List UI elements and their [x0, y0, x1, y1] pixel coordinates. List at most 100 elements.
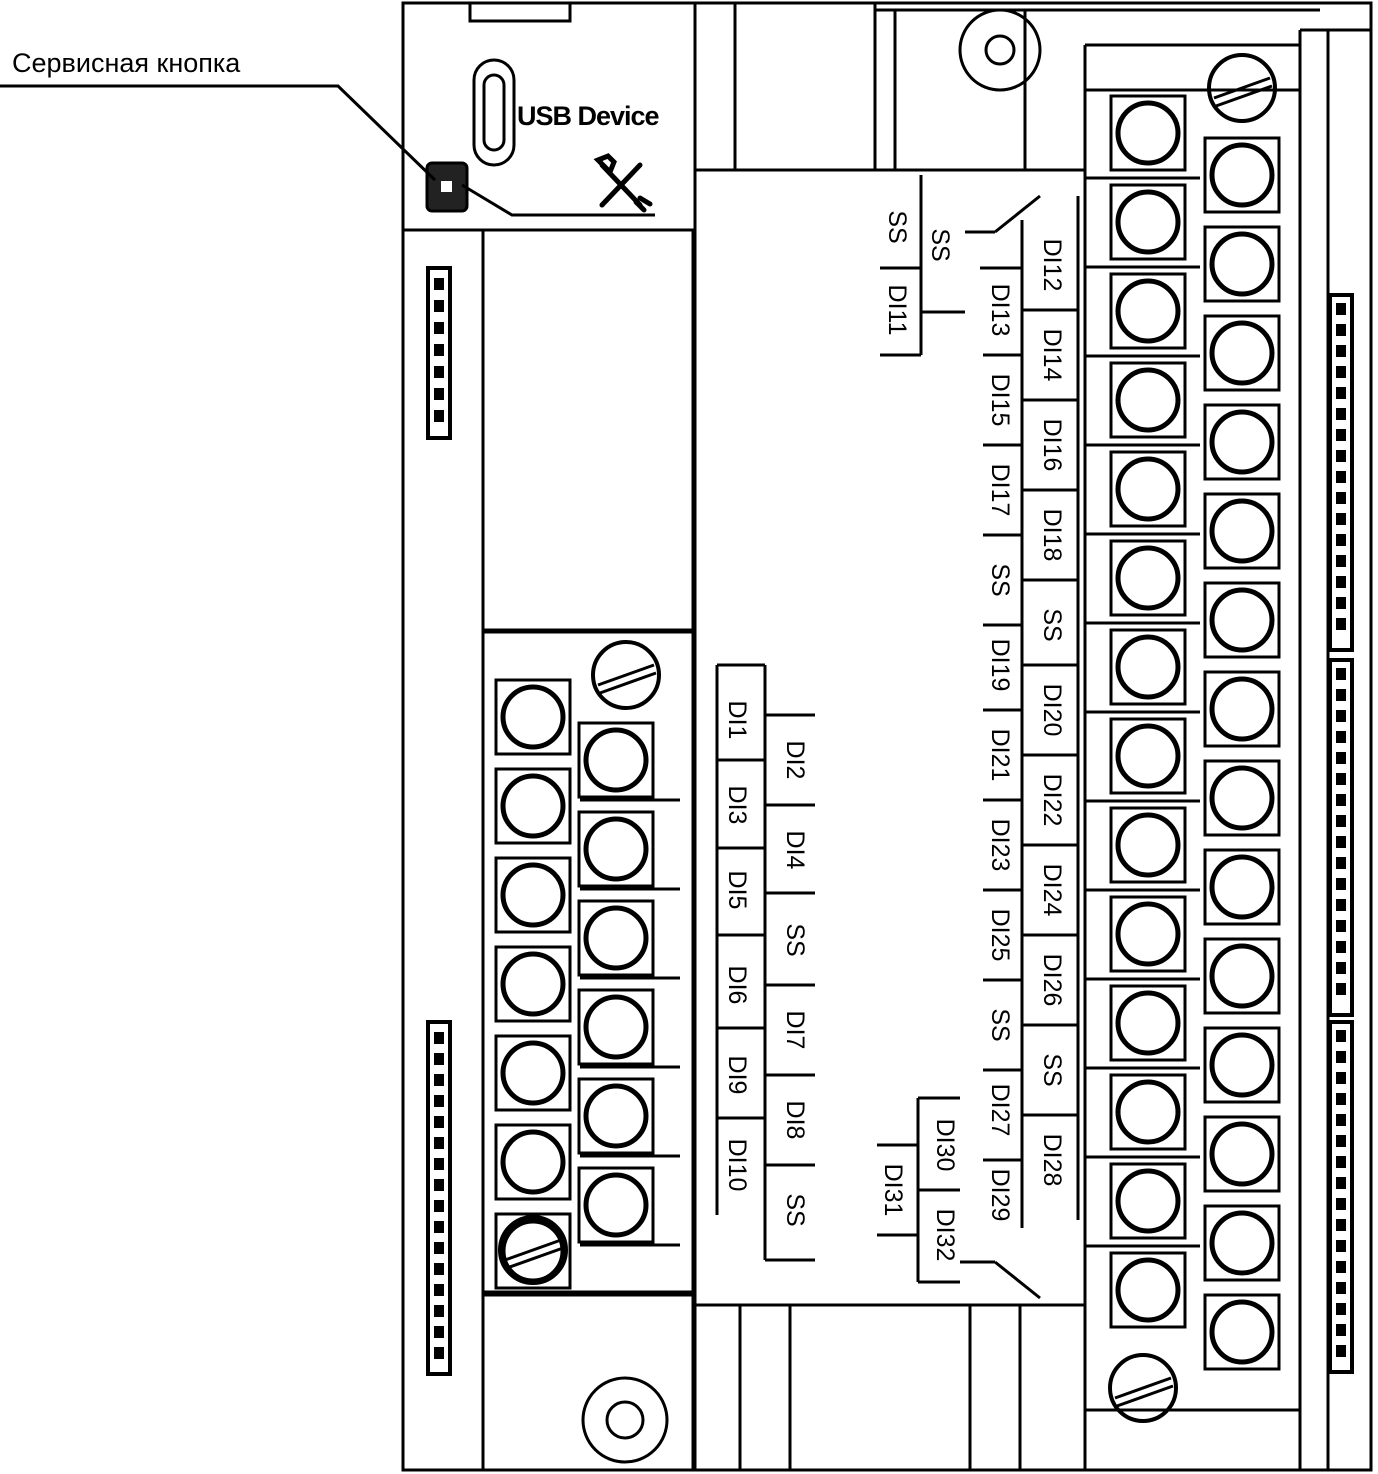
- right-inner-terminal-screw: [1209, 1032, 1275, 1098]
- right-top-screw-slot: [1215, 84, 1273, 108]
- terminal-label: SS: [986, 563, 1014, 596]
- led: [1336, 857, 1346, 869]
- led: [434, 1242, 444, 1254]
- left-top-screw-slot: [597, 663, 655, 687]
- terminal-label: DI24: [1038, 864, 1066, 917]
- right-inner-terminal-screw: [1209, 1210, 1275, 1276]
- terminal-label: DI21: [986, 729, 1014, 782]
- led: [1336, 689, 1346, 701]
- left-inner-terminal-screw: [583, 1172, 649, 1238]
- right-inner-terminal-frame: [1203, 136, 1281, 214]
- led: [434, 278, 444, 290]
- led: [1336, 731, 1346, 743]
- led: [434, 1284, 444, 1296]
- terminal-label: DI30: [931, 1119, 959, 1172]
- right-inner-terminal-frame: [1203, 225, 1281, 303]
- led: [1336, 345, 1346, 357]
- left-outer-terminal-screw: [500, 951, 566, 1017]
- led: [1336, 1219, 1346, 1231]
- led: [1336, 597, 1346, 609]
- wrench-screwdriver-icon: [593, 153, 653, 213]
- right-inner-terminal-frame: [1203, 1293, 1281, 1371]
- terminal-label: DI26: [1038, 954, 1066, 1007]
- terminal-label: DI8: [781, 1101, 809, 1140]
- right-outer-terminal-frame: [1109, 984, 1187, 1062]
- divider-line: [994, 1260, 1041, 1300]
- led: [1336, 429, 1346, 441]
- right-outer-terminal-screw: [1115, 901, 1181, 967]
- right-inner-terminal-frame: [1203, 759, 1281, 837]
- right-inner-terminal-screw: [1209, 1299, 1275, 1365]
- left-outer-terminal-screw: [500, 684, 566, 750]
- led: [434, 1200, 444, 1212]
- terminal-label: DI7: [781, 1011, 809, 1050]
- right-outer-terminal-screw: [1115, 189, 1181, 255]
- left-outer-terminal-screw: [500, 1040, 566, 1106]
- led: [1336, 899, 1346, 911]
- led: [1336, 668, 1346, 680]
- right-outer-terminal-screw: [1115, 456, 1181, 522]
- terminal-label: DI20: [1038, 684, 1066, 737]
- right-inner-terminal-screw: [1209, 943, 1275, 1009]
- led: [434, 300, 444, 312]
- left-top-screw-slot: [599, 671, 657, 695]
- led: [1336, 794, 1346, 806]
- led: [1336, 1156, 1346, 1168]
- right-inner-terminal-screw: [1209, 320, 1275, 386]
- terminal-label: DI22: [1038, 774, 1066, 827]
- led: [1336, 941, 1346, 953]
- right-inner-terminal-screw: [1209, 676, 1275, 742]
- right-top-screw-slot: [1213, 76, 1271, 100]
- left-inner-terminal-screw: [583, 727, 649, 793]
- led: [1336, 1240, 1346, 1252]
- led: [434, 1179, 444, 1191]
- right-outer-terminal-frame: [1109, 1073, 1187, 1151]
- led: [1336, 1177, 1346, 1189]
- right-bottom-screw-slot: [1116, 1384, 1174, 1408]
- terminal-label: DI28: [1038, 1134, 1066, 1187]
- right-outer-terminal-screw: [1115, 990, 1181, 1056]
- led: [1336, 387, 1346, 399]
- terminal-label: SS: [926, 228, 954, 261]
- terminal-label: DI4: [781, 831, 809, 870]
- led: [434, 1347, 444, 1359]
- led: [1336, 1114, 1346, 1126]
- right-outer-terminal-screw: [1115, 1168, 1181, 1234]
- right-inner-terminal-frame: [1203, 848, 1281, 926]
- right-bottom-screw: [1108, 1353, 1178, 1423]
- led: [1336, 471, 1346, 483]
- right-outer-terminal-screw: [1115, 278, 1181, 344]
- led: [1336, 1198, 1346, 1210]
- terminal-label: DI13: [986, 284, 1014, 337]
- led: [434, 1263, 444, 1275]
- led: [434, 1326, 444, 1338]
- led: [1336, 1345, 1346, 1357]
- left-outer-terminal-screw: [500, 862, 566, 928]
- right-outer-terminal-frame: [1109, 628, 1187, 706]
- led: [1336, 1261, 1346, 1273]
- left-top-screw: [591, 640, 661, 710]
- led: [1336, 773, 1346, 785]
- led: [1336, 983, 1346, 995]
- right-outer-terminal-frame: [1109, 450, 1187, 528]
- left-inner-terminal-screw: [583, 905, 649, 971]
- terminal-label: DI14: [1038, 329, 1066, 382]
- led-strip: [1328, 658, 1354, 1017]
- right-inner-terminal-screw: [1209, 587, 1275, 653]
- led: [1336, 492, 1346, 504]
- left-outer-terminal-frame: [494, 767, 572, 845]
- right-inner-terminal-frame: [1203, 1204, 1281, 1282]
- right-outer-terminal-frame: [1109, 272, 1187, 350]
- terminal-label: DI27: [986, 1084, 1014, 1137]
- right-outer-terminal-frame: [1109, 895, 1187, 973]
- right-outer-terminal-frame: [1109, 361, 1187, 439]
- right-inner-terminal-frame: [1203, 937, 1281, 1015]
- left-outer-terminal-frame: [494, 1212, 572, 1290]
- led-strip: [426, 1020, 452, 1376]
- left-bottom-screw-slot: [506, 1246, 564, 1270]
- terminal-label: DI5: [723, 871, 751, 910]
- left-inner-terminal-screw: [583, 1083, 649, 1149]
- right-inner-terminal-frame: [1203, 314, 1281, 392]
- left-outer-terminal-frame: [494, 945, 572, 1023]
- terminal-label: DI17: [986, 464, 1014, 517]
